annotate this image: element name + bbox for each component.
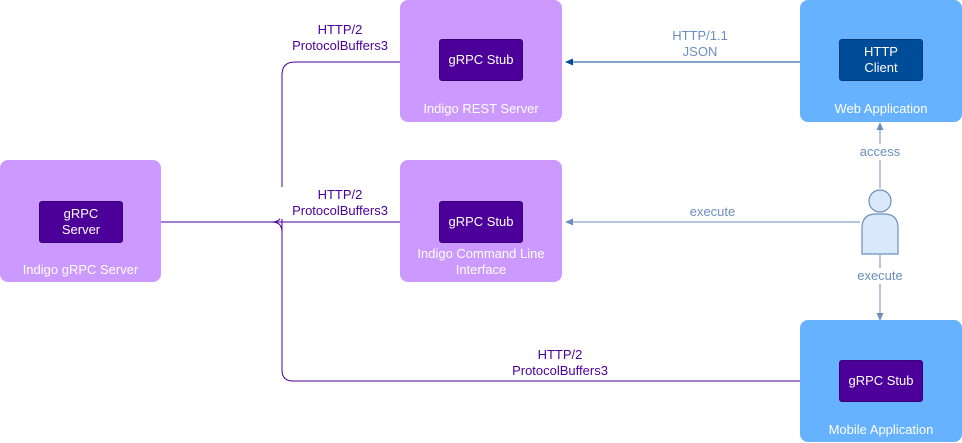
cli-grpc-stub-label: gRPC Stub (448, 214, 514, 229)
grpc-server-caption: Indigo gRPC Server (22, 262, 139, 277)
grpc-server-inner: gRPC Server (39, 201, 123, 243)
grpc-server-inner-label: gRPC Server (61, 206, 101, 237)
http-client: HTTP Client (839, 39, 923, 81)
mobile-grpc-stub-label: gRPC Stub (848, 373, 914, 388)
http-client-label: HTTP Client (864, 44, 898, 75)
mobile-app-caption: Mobile Application (828, 422, 934, 437)
rest-grpc-stub: gRPC Stub (439, 39, 523, 81)
rest-grpc-stub-label: gRPC Stub (448, 52, 514, 67)
edge-label-to-cli: HTTP/2 ProtocolBuffers3 (280, 187, 400, 219)
edge-to-mobile (281, 222, 839, 385)
edge-to-rest (281, 58, 439, 222)
grpc-server-node: gRPC Server Indigo gRPC Server (0, 160, 161, 282)
edge-label-web-to-rest: HTTP/1.1 JSON (655, 28, 745, 60)
rest-server-caption: Indigo REST Server (423, 101, 539, 116)
edge-label-to-mobile: HTTP/2 ProtocolBuffers3 (500, 347, 620, 379)
rest-server-node: gRPC Stub Indigo REST Server (400, 0, 562, 122)
cli-node: gRPC Stub Indigo Command Line Interface (400, 160, 562, 282)
web-app-caption: Web Application (834, 101, 928, 116)
mobile-grpc-stub: gRPC Stub (839, 360, 923, 402)
mobile-app-node: gRPC Stub Mobile Application (800, 320, 962, 442)
edge-label-to-rest: HTTP/2 ProtocolBuffers3 (280, 22, 400, 54)
cli-grpc-stub: gRPC Stub (439, 201, 523, 243)
user-icon (861, 189, 899, 255)
edge-label-user-to-mobile: execute (848, 268, 912, 284)
web-app-node: HTTP Client Web Application (800, 0, 962, 122)
edge-label-user-to-web: access (852, 144, 908, 160)
cli-caption: Indigo Command Line Interface (417, 246, 545, 277)
edge-label-user-to-cli: execute (675, 204, 750, 220)
